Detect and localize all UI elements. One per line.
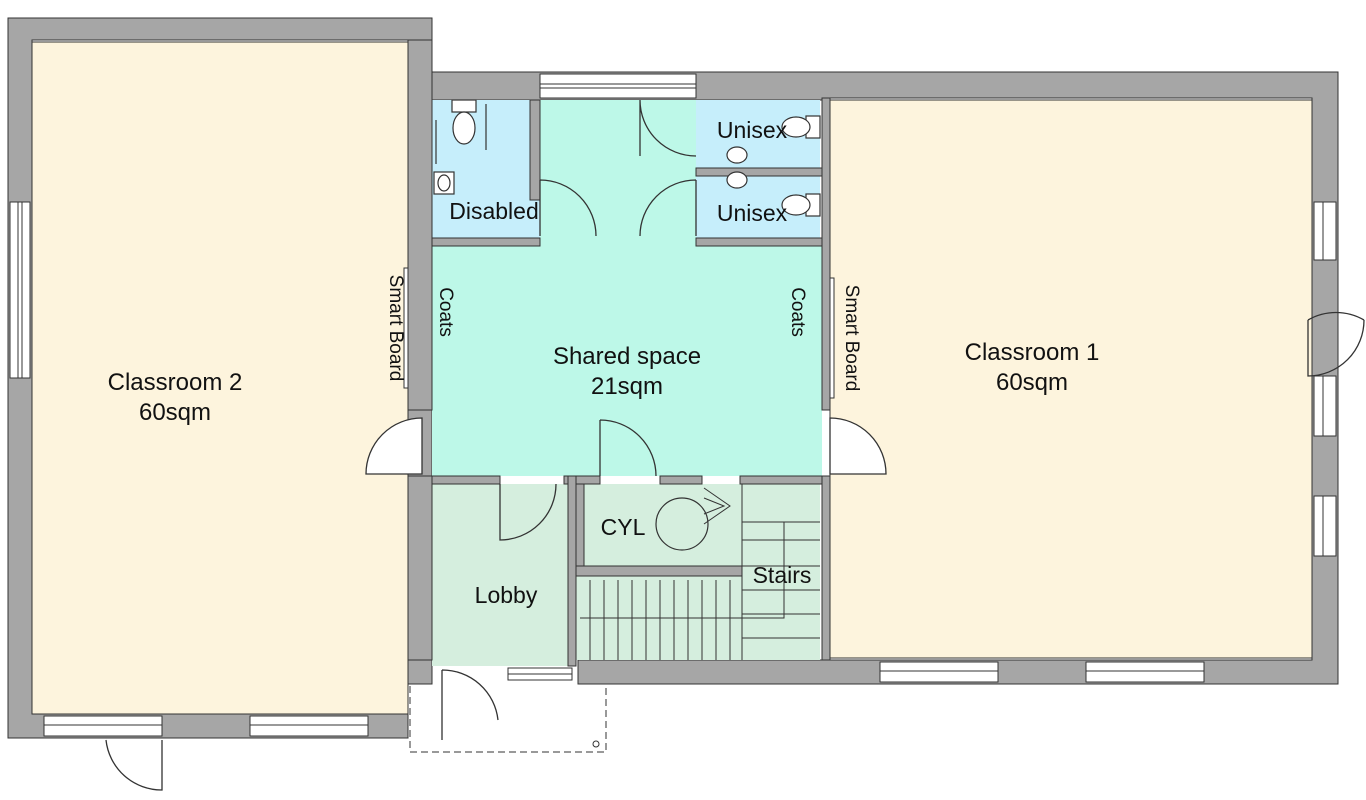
classroom-1-floor <box>829 99 1313 659</box>
smart-board-right <box>829 277 835 399</box>
coats-label-left: Coats <box>435 287 456 337</box>
stairs-label: Stairs <box>753 562 812 588</box>
shared-space-name: Shared space <box>553 343 701 370</box>
lobby-label: Lobby <box>475 582 538 608</box>
unisex-wc-label-1: Unisex <box>717 117 788 143</box>
windows <box>9 73 1337 737</box>
doors <box>105 99 1365 791</box>
classroom-2-floor <box>31 41 409 715</box>
coats-label-right: Coats <box>787 287 808 337</box>
sanitary-fixtures <box>433 99 821 217</box>
disabled-wc-label: Disabled <box>449 198 539 224</box>
unisex-wc-label-2: Unisex <box>717 200 788 226</box>
stair-treads <box>580 484 820 660</box>
smart-board-label-left: Smart Board <box>385 275 406 382</box>
cyl-label: CYL <box>601 514 646 540</box>
smart-board-left <box>403 267 409 389</box>
smart-board-label-right: Smart Board <box>841 285 862 392</box>
classroom-2-area: 60sqm <box>139 399 211 426</box>
shared-space-floor <box>432 100 822 476</box>
classroom-1-area: 60sqm <box>996 369 1068 396</box>
interior-walls <box>407 39 831 667</box>
porch-outline <box>409 686 607 753</box>
shared-space-area: 21sqm <box>591 373 663 400</box>
classroom-1-name: Classroom 1 <box>965 339 1100 366</box>
lobby-floor <box>432 484 572 666</box>
classroom-2-name: Classroom 2 <box>108 369 243 396</box>
cylinder-tank <box>655 497 709 551</box>
